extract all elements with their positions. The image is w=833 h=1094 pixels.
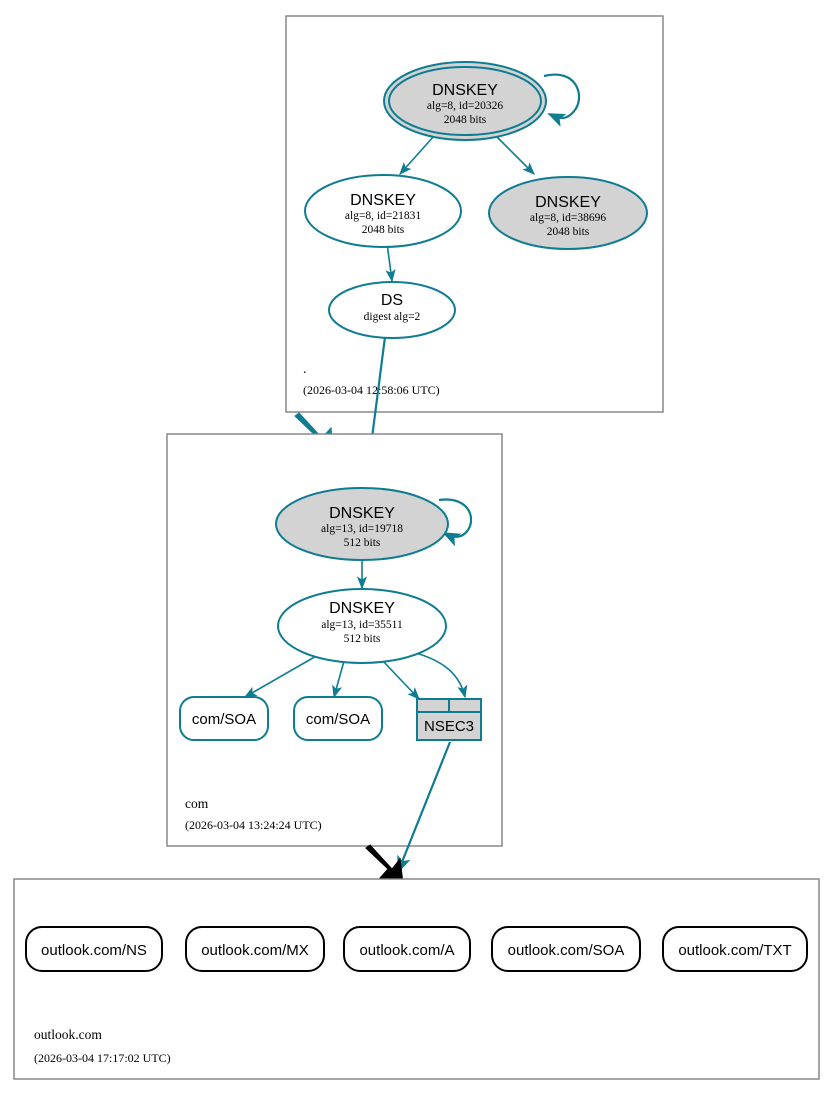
zone-root-timestamp: (2026-03-04 12:58:06 UTC) xyxy=(303,383,440,397)
node-outlook-txt[interactable]: outlook.com/TXT xyxy=(662,926,808,972)
node-title: DNSKEY xyxy=(350,192,416,209)
node-size: 2048 bits xyxy=(547,226,590,238)
node-title: DNSKEY xyxy=(432,82,498,99)
node-outline xyxy=(185,926,325,972)
node-outline xyxy=(293,696,383,741)
node-outline-inner xyxy=(388,66,542,136)
node-label: outlook.com/MX xyxy=(201,942,309,959)
edge-com-zsk-to-soa2 xyxy=(332,660,345,699)
node-com-dnskey-19718[interactable]: DNSKEY alg=13, id=19718 512 bits xyxy=(275,487,449,561)
zone-outlook-timestamp: (2026-03-04 17:17:02 UTC) xyxy=(34,1051,171,1065)
zone-outlook: outlook.com (2026-03-04 17:17:02 UTC) xyxy=(13,878,820,1080)
node-outline xyxy=(343,926,471,972)
node-params: digest alg=2 xyxy=(364,311,421,323)
node-label: outlook.com/SOA xyxy=(508,942,625,959)
node-outline xyxy=(275,487,449,561)
node-com-dnskey-35511[interactable]: DNSKEY alg=13, id=35511 512 bits xyxy=(277,588,447,664)
node-title: DNSKEY xyxy=(535,194,601,211)
node-title: DNSKEY xyxy=(329,600,395,617)
edge-com-zsk-to-soa1 xyxy=(243,654,319,698)
node-params: alg=13, id=19718 xyxy=(321,523,403,535)
edge-root-zsk21831-to-ds xyxy=(385,242,396,283)
node-outline xyxy=(25,926,163,972)
node-params: alg=13, id=35511 xyxy=(321,619,403,631)
node-root-dnskey-20326[interactable]: DNSKEY alg=8, id=20326 2048 bits xyxy=(383,61,547,141)
zone-com-name: com xyxy=(185,796,209,811)
node-params: alg=8, id=20326 xyxy=(427,100,503,112)
node-root-dnskey-21831[interactable]: DNSKEY alg=8, id=21831 2048 bits xyxy=(304,174,462,248)
edge-root-ksk-to-zsk38696 xyxy=(495,135,535,175)
edge-root-ksk-to-zsk21831 xyxy=(399,135,435,175)
node-outlook-mx[interactable]: outlook.com/MX xyxy=(185,926,325,972)
node-outlook-ns[interactable]: outlook.com/NS xyxy=(25,926,163,972)
edge-com-zsk-to-nsec3-a xyxy=(381,659,420,700)
node-com-soa-1[interactable]: com/SOA xyxy=(179,696,269,741)
zone-outlook-border xyxy=(13,878,820,1080)
edge-root-ksk-self-sign xyxy=(543,73,581,127)
node-title: DS xyxy=(381,292,403,309)
node-outlook-soa[interactable]: outlook.com/SOA xyxy=(491,926,641,972)
zone-outlook-name: outlook.com xyxy=(34,1027,102,1042)
node-title: DNSKEY xyxy=(329,505,395,522)
node-size: 2048 bits xyxy=(444,114,487,126)
node-label: outlook.com/A xyxy=(359,942,454,959)
zone-com-timestamp: (2026-03-04 13:24:24 UTC) xyxy=(185,818,322,832)
node-label: outlook.com/NS xyxy=(41,942,147,959)
node-outline xyxy=(304,174,462,248)
edge-com-nsec3-to-outlook xyxy=(396,741,452,874)
node-root-dnskey-38696[interactable]: DNSKEY alg=8, id=38696 2048 bits xyxy=(488,176,648,250)
node-com-soa-2[interactable]: com/SOA xyxy=(293,696,383,741)
node-outline xyxy=(179,696,269,741)
node-label: NSEC3 xyxy=(424,718,474,735)
node-size: 2048 bits xyxy=(362,224,405,236)
node-outline xyxy=(328,281,456,339)
node-com-nsec3[interactable]: NSEC3 xyxy=(416,698,482,741)
node-root-ds[interactable]: DS digest alg=2 xyxy=(328,281,456,339)
node-params: alg=8, id=21831 xyxy=(345,210,421,222)
node-params: alg=8, id=38696 xyxy=(530,212,606,224)
node-label: com/SOA xyxy=(306,711,370,728)
node-label: com/SOA xyxy=(192,711,256,728)
node-outline xyxy=(488,176,648,250)
node-outline xyxy=(662,926,808,972)
node-size: 512 bits xyxy=(344,537,381,549)
node-outline xyxy=(277,588,447,664)
delegation-arrow-com-to-outlook xyxy=(365,844,404,884)
node-size: 512 bits xyxy=(344,633,381,645)
node-outlook-a[interactable]: outlook.com/A xyxy=(343,926,471,972)
node-outline xyxy=(491,926,641,972)
node-label: outlook.com/TXT xyxy=(678,942,791,959)
zone-root-name: . xyxy=(303,361,306,376)
